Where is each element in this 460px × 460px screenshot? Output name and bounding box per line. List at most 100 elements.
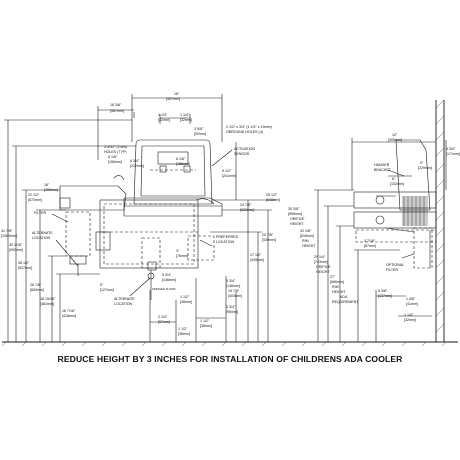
dim-b2: 6 1/8" — [176, 157, 186, 161]
dim-h7: 18 15/16" — [40, 297, 56, 301]
dim-h8: 16 7/16" — [62, 309, 76, 313]
dim-h1: 16" — [44, 183, 50, 187]
label-optional-filter-b: FILTER — [386, 268, 399, 272]
dim-d3-mm: [146mm] — [226, 284, 240, 288]
label-filter: FILTER — [34, 211, 47, 215]
label-rim-height-2: RIM — [332, 285, 339, 289]
dim-b1: 6 1/8" — [108, 155, 118, 159]
dim-r4: 17 1/2" — [250, 253, 262, 257]
label-mount-holes: 2-9/32" (7mm) — [104, 145, 127, 149]
dim-s7-mm: [32mm] — [404, 318, 416, 322]
dim-h6-mm: [683mm] — [30, 288, 44, 292]
dim-h5: 36 1/2" — [18, 261, 30, 265]
dim-s8: 9" — [420, 161, 424, 165]
dim-s1-mm: [305mm] — [388, 138, 402, 142]
label-ada-requirement-b: REQUIREMENT — [332, 300, 359, 304]
dim-s5-mm: [137mm] — [378, 294, 392, 298]
label-orifice-height: ORIFICE — [290, 217, 305, 221]
dim-d9-mm: [127mm] — [100, 288, 114, 292]
dim-s6-mm: [41mm] — [406, 302, 418, 306]
dim-h6: 26 7/8" — [30, 283, 42, 287]
dim-r5-mm: [403mm] — [228, 294, 242, 298]
dim-d7: 1 1/2" — [200, 319, 210, 323]
dim-ring: 3 5/8" — [194, 127, 204, 131]
dim-c1-mm: [241mm] — [222, 174, 236, 178]
dim-hv4: 27" — [330, 275, 336, 279]
dim-d7-mm: [38mm] — [200, 324, 212, 328]
dim-half-width: 18 3/8" — [110, 103, 122, 107]
dim-r4-mm: [445mm] — [250, 258, 264, 262]
dim-s1: 12" — [392, 133, 398, 137]
dim-s4: 3 7/16" — [364, 239, 376, 243]
dim-d5: 1 1/2" — [180, 295, 190, 299]
dim-s7: 1 1/4" — [404, 313, 414, 317]
label-rim-height: RIM — [302, 239, 309, 243]
label-optional-filter: OPTIONAL — [386, 263, 404, 267]
dim-h5-mm: [927mm] — [18, 266, 32, 270]
dim-r3-mm: [530mm] — [262, 238, 276, 242]
caption: REDUCE HEIGHT BY 3 INCHES FOR INSTALLATI… — [57, 354, 403, 364]
dim-s6: 1 5/8" — [406, 297, 416, 301]
dim-hv3: 29 1/4" — [314, 255, 326, 259]
label-rim-height-b: HEIGHT — [302, 244, 316, 248]
dim-r2: 24 7/8" — [240, 203, 252, 207]
dim-r1-mm: [648mm] — [266, 198, 280, 202]
dim-a1-mm: [32mm] — [158, 118, 170, 122]
label-ada-requirement: ADA — [340, 295, 348, 299]
label-alternate-location-2: ALTERNATE — [114, 297, 135, 301]
label-rim-height-2b: HEIGHT — [332, 290, 346, 294]
label-alternate-location-b: LOCATION — [32, 236, 51, 240]
dim-r2-mm: [632mm] — [240, 208, 254, 212]
dim-h8-mm: [418mm] — [62, 314, 76, 318]
dim-top-width-mm: [457mm] — [166, 97, 180, 101]
dim-d8-mm: [38mm] — [178, 332, 190, 336]
dim-h2: 22 1/2" — [28, 193, 40, 197]
dim-d4-mm: [95mm] — [226, 310, 238, 314]
dim-d9: 5" — [100, 283, 104, 287]
dim-r3: 20 7/8" — [262, 233, 274, 237]
dim-d2-mm: [146mm] — [162, 278, 176, 282]
dim-d5-mm: [38mm] — [180, 300, 192, 304]
label-finished-floor: FINISHED FLOOR — [152, 287, 175, 291]
label-hanger-bracket: HANGER — [374, 163, 390, 167]
label-hanger-bracket-b: BRACKET — [374, 168, 392, 172]
dim-h4: 39 1/16" — [9, 243, 23, 247]
dim-h2-mm: [572mm] — [28, 198, 42, 202]
dim-h3: 41 7/8" — [1, 229, 13, 233]
dim-h3-mm: [1063mm] — [1, 234, 17, 238]
dim-d1: 3" — [176, 249, 180, 253]
dim-hv1-mm: [899mm] — [288, 212, 302, 216]
dim-s8-mm: [229mm] — [418, 166, 432, 170]
dim-s4-mm: [87mm] — [364, 244, 376, 248]
dim-d8: 1 1/2" — [178, 327, 188, 331]
label-orifice-height-2: ORIFICE — [316, 265, 331, 269]
dim-top-width: 18" — [174, 92, 180, 96]
dim-d6: 2 1/4" — [158, 315, 168, 319]
dim-hv2: 32 1/8" — [300, 229, 312, 233]
dim-r5: 15 7/8" — [228, 289, 240, 293]
side-view-labels: 12" [305mm] 6 3/4" [171mm] HANGER BRACKE… — [288, 133, 460, 322]
dim-hv2-mm: [816mm] — [300, 234, 314, 238]
dim-d3: 5 3/4" — [226, 279, 236, 283]
dim-a2: 1 1/4" — [180, 113, 190, 117]
label-activation-sensor-b: SENSOR — [234, 152, 250, 156]
dim-h4-mm: [992mm] — [9, 248, 23, 252]
label-orifice-height-b: HEIGHT — [290, 222, 304, 226]
dim-h7-mm: [481mm] — [40, 302, 54, 306]
label-alternate-location: ALTERNATE — [32, 231, 53, 235]
dim-hv1: 35 3/8" — [288, 207, 300, 211]
dim-hv3-mm: [743mm] — [314, 260, 328, 264]
dim-h1-mm: [406mm] — [44, 188, 58, 192]
label-knockouts-b: OBROUND HOLES (4) — [226, 130, 263, 134]
dim-half-width-mm: [467mm] — [110, 109, 124, 113]
dim-a2-mm: [32mm] — [180, 118, 192, 122]
dim-s3-mm: [152mm] — [390, 182, 404, 186]
label-mount-holes-b: HOLES (TYP) — [104, 150, 127, 154]
label-activation-sensor: ACTIVATION — [234, 147, 255, 151]
label-orifice-height-2b: HEIGHT — [316, 270, 330, 274]
label-preferred-location: PREFERRED — [216, 235, 239, 239]
dim-b3-mm: [222mm] — [130, 164, 144, 168]
dim-ring-mm: [92mm] — [194, 132, 206, 136]
dim-d4: 3 3/4" — [226, 305, 236, 309]
